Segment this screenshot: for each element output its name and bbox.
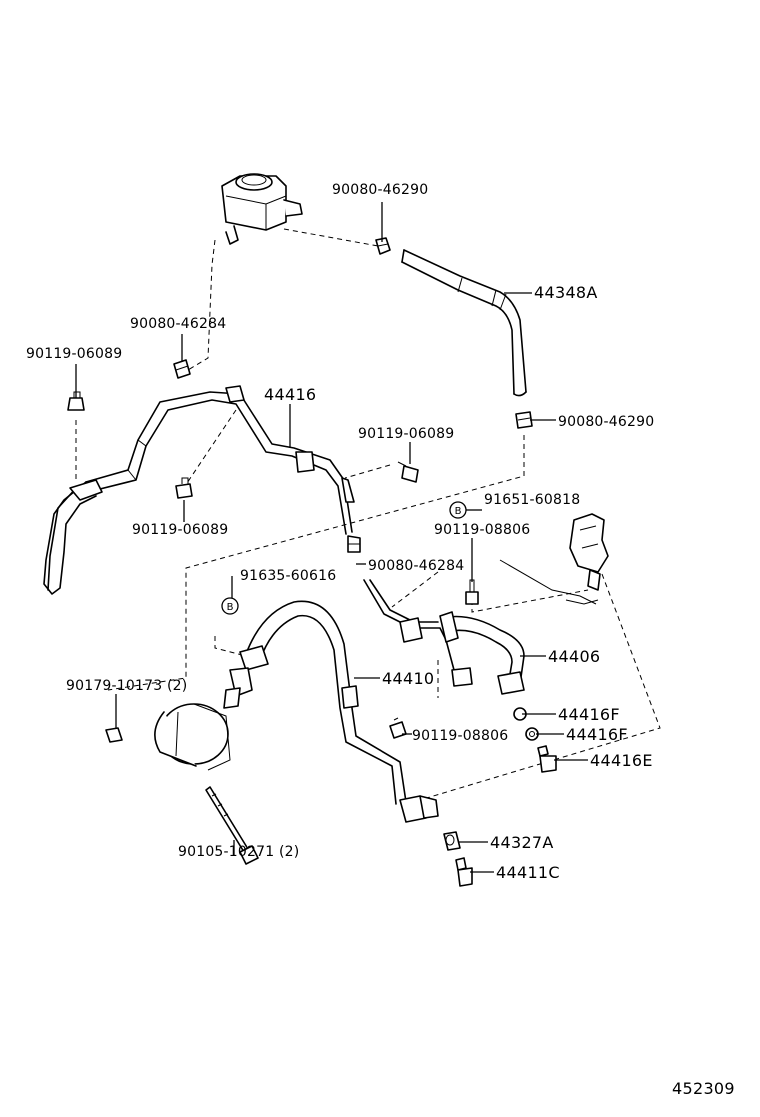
label-90179-10173: 90179-10173 (2)	[66, 678, 187, 694]
label-91651-60818: 91651-60818	[484, 492, 580, 508]
diagram-id: 452309	[672, 1079, 735, 1098]
union-bolt-44411C	[455, 857, 473, 887]
bolt-90119-06089-a	[67, 391, 85, 411]
clamp-right	[515, 411, 533, 429]
tube-44406	[363, 579, 525, 695]
label-90080-46284-mid: 90080-46284	[368, 558, 464, 574]
label-44416: 44416	[264, 385, 316, 404]
label-90119-08806-a: 90119-08806	[434, 522, 530, 538]
label-44406: 44406	[548, 647, 600, 666]
label-44410: 44410	[382, 669, 434, 688]
clamp-left	[173, 359, 191, 379]
label-44416F-b: 44416F	[566, 725, 628, 744]
gasket-44327A	[443, 831, 461, 851]
bolt-90119-06089-c	[175, 477, 193, 499]
label-44416F-a: 44416F	[558, 705, 620, 724]
nut-90179-10173	[105, 727, 123, 743]
pressure-tube-44416	[85, 385, 355, 535]
pump-body	[154, 667, 253, 771]
clamp-top	[375, 237, 391, 255]
label-44411C: 44411C	[496, 863, 560, 882]
label-90119-06089-a: 90119-06089	[26, 346, 122, 362]
pressure-hose-44410	[239, 600, 439, 823]
label-44416E: 44416E	[590, 751, 653, 770]
part-labels: 90080-46290 44348A 90080-46284 90119-060…	[26, 182, 654, 882]
bolt-90119-08806-a	[465, 579, 479, 605]
label-91635-60616: 91635-60616	[240, 568, 336, 584]
bolt-90119-06089-b	[397, 461, 419, 483]
label-90119-08806-b: 90119-08806	[412, 728, 508, 744]
callout-b-top: B	[449, 501, 467, 519]
label-90080-46290-top: 90080-46290	[332, 182, 428, 198]
callout-b-left: B	[221, 597, 239, 615]
label-90105-10271: 90105-10271 (2)	[178, 844, 299, 860]
bolt-90119-08806-b	[389, 717, 407, 739]
bracket-left	[43, 479, 103, 595]
return-hose-44348A	[401, 249, 527, 397]
label-90119-06089-b: 90119-06089	[358, 426, 454, 442]
callout-b-left-text: B	[227, 602, 234, 613]
label-44327A: 44327A	[490, 833, 554, 852]
label-44348A: 44348A	[534, 283, 598, 302]
label-90080-46290-right: 90080-46290	[558, 414, 654, 430]
clamp-mid	[347, 535, 361, 553]
label-90080-46284-left: 90080-46284	[130, 316, 226, 332]
callout-b-top-text: B	[455, 506, 462, 517]
bolt-90105-10271	[205, 786, 259, 865]
leader-lines	[75, 202, 588, 873]
reservoir	[221, 173, 303, 245]
pump-housing	[499, 513, 609, 605]
union-bolt-44416E	[537, 745, 557, 773]
label-90119-06089-c: 90119-06089	[132, 522, 228, 538]
